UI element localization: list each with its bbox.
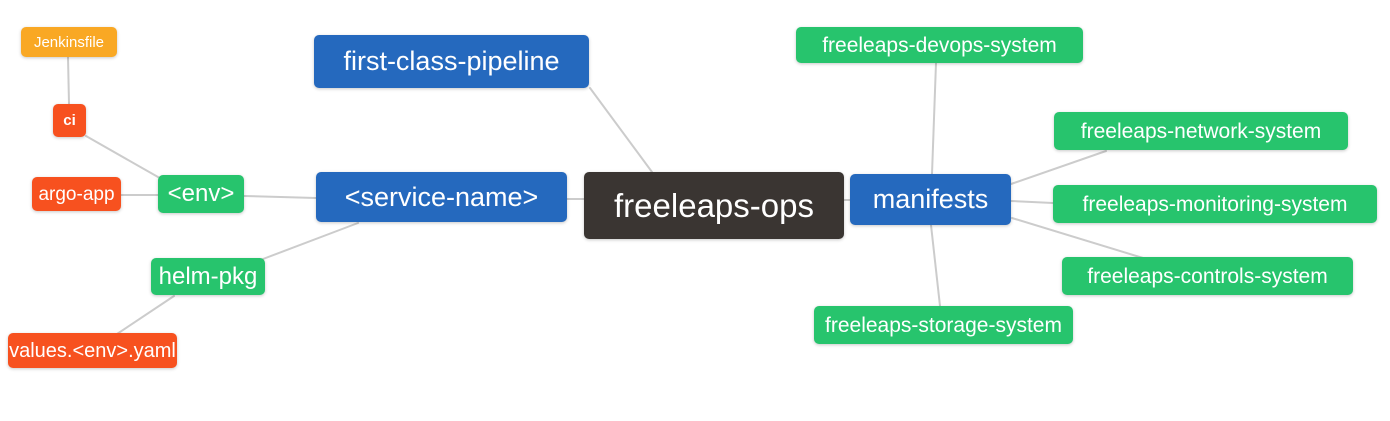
node-manifests[interactable]: manifests: [850, 174, 1011, 225]
node-network-system[interactable]: freeleaps-network-system: [1054, 112, 1348, 150]
edge-manifests-storage_system: [930, 224, 941, 307]
node-monitoring-system[interactable]: freeleaps-monitoring-system: [1053, 185, 1377, 223]
node-argo-app[interactable]: argo-app: [32, 177, 121, 211]
node-storage-system[interactable]: freeleaps-storage-system: [814, 306, 1073, 344]
edge-ci-env: [85, 135, 159, 178]
edge-service_name-helm_pkg: [262, 222, 359, 260]
edge-jenkinsfile-ci: [67, 56, 70, 105]
node-devops-system[interactable]: freeleaps-devops-system: [796, 27, 1083, 63]
edge-helm_pkg-values_env_yaml: [116, 295, 175, 335]
node-helm-pkg[interactable]: helm-pkg: [151, 258, 265, 295]
edge-first_class_pipeline-freeleaps_ops: [589, 87, 653, 173]
node-values-env-yaml[interactable]: values.<env>.yaml: [8, 333, 177, 368]
node-jenkinsfile[interactable]: Jenkinsfile: [21, 27, 117, 57]
edge-manifests-controls_system: [1011, 217, 1144, 259]
node-freeleaps-ops-root[interactable]: freeleaps-ops: [584, 172, 844, 239]
edge-manifests-network_system: [1010, 150, 1107, 185]
node-first-class-pipeline[interactable]: first-class-pipeline: [314, 35, 589, 88]
edge-env-service_name: [243, 195, 317, 199]
node-controls-system[interactable]: freeleaps-controls-system: [1062, 257, 1353, 295]
node-env[interactable]: <env>: [158, 175, 244, 213]
edge-manifests-devops_system: [931, 62, 937, 175]
node-service-name[interactable]: <service-name>: [316, 172, 567, 222]
node-ci[interactable]: ci: [53, 104, 86, 137]
edge-manifests-monitoring_system: [1010, 200, 1054, 204]
